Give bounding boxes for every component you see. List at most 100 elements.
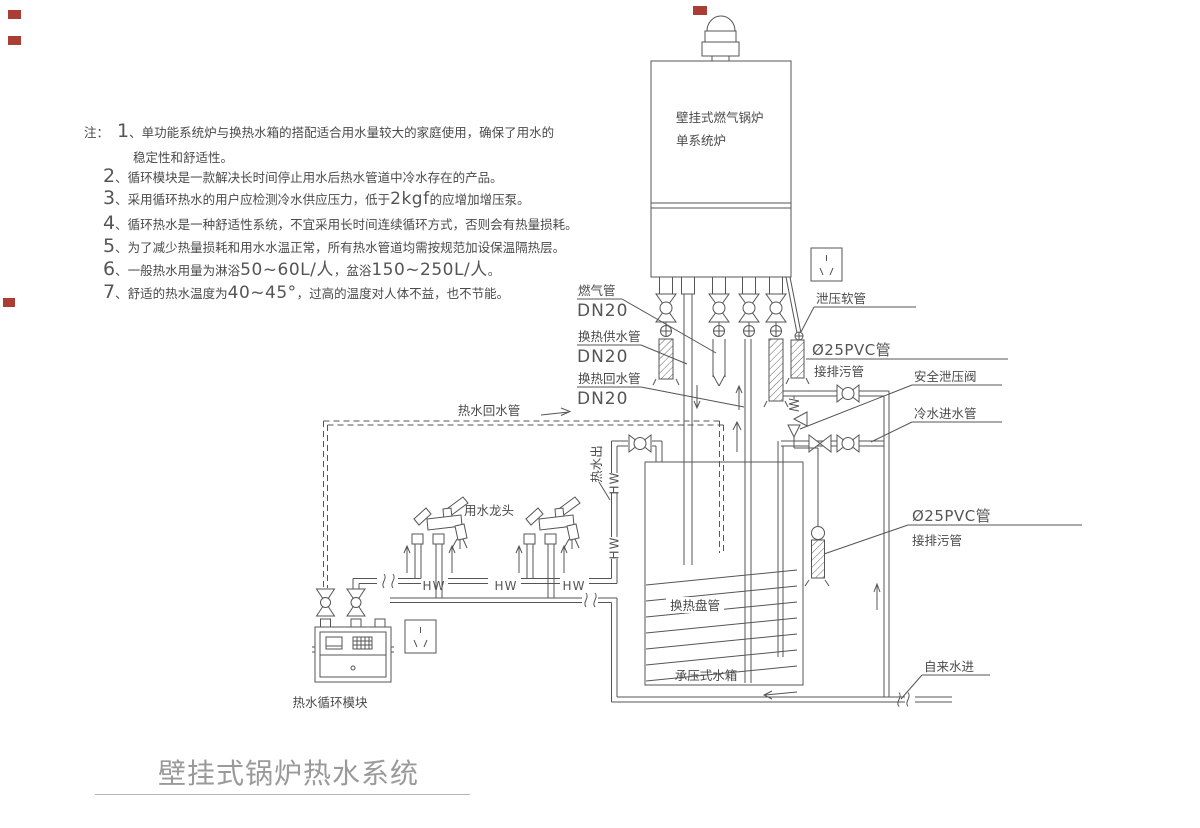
note-value: 2kgf <box>390 189 430 209</box>
title-underline <box>95 794 470 795</box>
module-indicator <box>350 665 356 671</box>
hx-supply-size: DN20 <box>577 347 628 367</box>
pipe-break-icon <box>897 692 910 707</box>
note-text: ，盆浴 <box>333 263 372 278</box>
pressure-tank: 换热盘管 承压式水箱 <box>644 461 804 686</box>
cold-feed-hose <box>768 338 784 402</box>
power-socket-icon <box>404 619 437 654</box>
hot-water-line: HW HW 热水出 HW HW HW <box>353 434 663 593</box>
module-riser-pipe <box>352 578 360 589</box>
faucets: 用水龙头 <box>403 496 581 599</box>
module-display <box>325 636 343 650</box>
tap-water-riser <box>883 391 890 697</box>
drain-funnel-icon <box>811 526 825 540</box>
module-port <box>350 618 362 628</box>
tank-hot-out-pipe <box>652 440 663 462</box>
note-number: 1 <box>117 120 130 142</box>
return-line: 热水回水管 <box>323 403 724 588</box>
hw-label: HW <box>495 579 518 593</box>
note-text: 单功能系统炉与换热水箱的搭配适合用水量较大的家庭使用，确保了用水的 <box>141 125 555 140</box>
return-pipe-tank-drop <box>719 421 724 553</box>
relief-hose-label: 泄压软管 <box>816 291 866 306</box>
pvc-pipe-label: Ø25PVC管 <box>812 341 891 359</box>
hw-supply-pipe <box>398 578 617 584</box>
relief-hose <box>785 276 802 334</box>
boiler-label-line1: 壁挂式燃气锅炉 <box>676 110 764 125</box>
tap-water-main <box>611 696 905 703</box>
pvc-drain-pipe <box>790 339 805 379</box>
gas-pipe-label: 燃气管 <box>578 283 616 298</box>
note-number: 3 <box>103 187 116 209</box>
note-text: 。 <box>487 263 501 278</box>
gas-pipe-end <box>712 339 726 387</box>
boiler-body <box>650 60 792 278</box>
note-text: ，过高的温度对人体不益，也不节能。 <box>296 286 510 301</box>
safety-valve-label: 安全泄压阀 <box>914 369 977 384</box>
pipe-end-marks <box>763 400 789 408</box>
note-row: 5、为了减少热量损耗和用水水温正常，所有热水管道均需按规范加设保温隔热层。 <box>103 235 566 257</box>
pipe-stub <box>742 276 756 295</box>
note-number: 2 <box>103 165 116 187</box>
note-number: 6 <box>103 258 116 280</box>
boiler-panel-divider <box>651 202 791 209</box>
pipe-break-icon <box>584 592 597 608</box>
safety-valve-outlet <box>787 424 801 439</box>
boiler: 壁挂式燃气锅炉 单系统炉 <box>650 15 792 278</box>
leader-line <box>900 674 990 700</box>
safety-valve-spring <box>788 396 800 412</box>
hw-supply-pipe <box>353 578 377 584</box>
tap-water-main <box>915 696 952 703</box>
flue-collar <box>704 30 737 43</box>
module-mount-ticks <box>312 646 394 653</box>
hx-return-pipe <box>744 339 752 683</box>
module-port <box>374 618 386 628</box>
valve-icon <box>316 588 335 617</box>
module-keypad-grid <box>353 637 372 649</box>
flue-base <box>701 41 740 57</box>
valve-icon <box>765 293 787 337</box>
note-text: 循环模块是一款解决长时间停止用水后热水管道中冷水存在的产品。 <box>127 170 503 185</box>
hose-segment <box>658 338 674 380</box>
pvc-pipe-label: Ø25PVC管 <box>912 507 991 525</box>
flow-up-arrow <box>873 582 881 610</box>
coil-label: 换热盘管 <box>670 598 720 613</box>
leader-line <box>823 524 1082 555</box>
valve-icon <box>655 293 677 337</box>
leader-line <box>598 481 611 501</box>
valve-icon <box>708 293 730 337</box>
pipe-stub <box>659 276 673 295</box>
valve-icon <box>628 434 652 453</box>
tap-in-label: 自来水进 <box>924 659 975 674</box>
tank-outline <box>644 461 804 686</box>
hose-clamp-cross <box>795 332 803 340</box>
note-number: 7 <box>103 281 116 303</box>
safety-valve-body <box>792 411 808 427</box>
hw-label: HW <box>608 537 622 560</box>
valve-icon <box>346 588 366 617</box>
pvc-drain-pipe <box>811 539 825 579</box>
note-text: 采用循环热水的用户应检测冷水供应压力，低于 <box>127 192 391 207</box>
pipe-end-marks <box>652 378 680 386</box>
cold-branch-pipe <box>390 597 582 603</box>
leader-line <box>870 421 1002 443</box>
note-number: 5 <box>103 235 116 257</box>
valve-icon <box>836 434 860 453</box>
note-row: 稳定性和舒适性。 <box>133 147 233 166</box>
module-port <box>320 618 331 628</box>
hw-label: HW <box>563 579 586 593</box>
gas-pipe-size: DN20 <box>577 301 628 321</box>
note-row: 3、采用循环热水的用户应检测冷水供应压力，低于2kgf的应增加增压泵。 <box>103 187 530 209</box>
return-pipe-left <box>323 421 328 588</box>
right-plumbing <box>777 384 890 697</box>
leader-line <box>800 306 916 333</box>
hx-return-size: DN20 <box>577 389 628 409</box>
valve-icon <box>738 293 760 337</box>
module-keypad <box>352 636 373 650</box>
red-artifact <box>693 6 707 15</box>
tank-label: 承压式水箱 <box>675 668 738 683</box>
flow-down-arrow <box>693 385 701 410</box>
leader-line <box>799 384 1002 430</box>
drain-pipe-label: 接排污管 <box>912 533 962 548</box>
cold-inlet-label: 冷水进水管 <box>914 406 977 421</box>
